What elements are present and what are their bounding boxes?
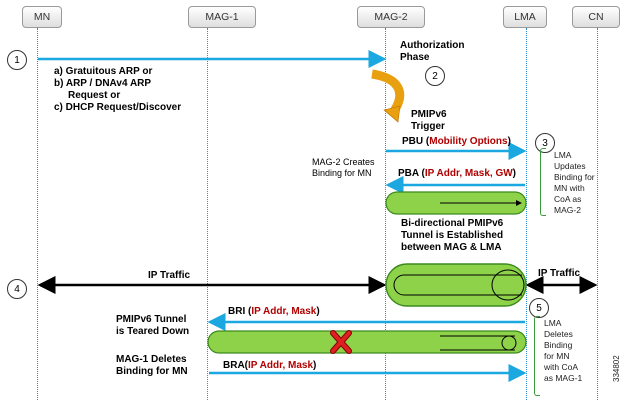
ip-traffic-label-right: IP Traffic (538, 268, 581, 279)
lma-updates-brace (540, 148, 546, 216)
tunnel-torn-label-1: PMIPv6 Tunnel (116, 314, 187, 325)
mag2-creates-label-2: Binding for MN (312, 168, 372, 178)
tunnel-active-outline (393, 274, 522, 296)
tunnel-established-label-1: Bi-directional PMIPv6 (401, 218, 504, 229)
step1-option-a: a) Gratuitous ARP or (54, 66, 153, 77)
ip-traffic-label-left: IP Traffic (148, 270, 191, 281)
pba-detail: IP Addr, Mask, GW (424, 168, 513, 179)
entity-mn: MN (22, 6, 62, 28)
tunnel-active-end (491, 269, 525, 301)
tunnel-established-label-2: Tunnel is Established (401, 230, 504, 241)
step-number-5: 5 (529, 298, 549, 318)
lifeline-mag2 (385, 28, 386, 400)
mag2-creates-label-1: MAG-2 Creates (312, 157, 375, 167)
lifeline-mn (37, 28, 38, 400)
bri-label: BRI (IP Addr, Mask) (228, 306, 320, 317)
bri-detail: IP Addr, Mask (251, 306, 317, 317)
tunnel-established-label-3: between MAG & LMA (401, 242, 502, 253)
entity-mag1: MAG-1 (188, 6, 256, 28)
mag1-deletes-label-1: MAG-1 Deletes (116, 354, 187, 365)
tunnel-torn-down-end (501, 335, 517, 351)
lma-deletes-brace (534, 316, 540, 396)
figure-id: 334802 (612, 355, 621, 382)
pmip-trigger-label-1: PMIPv6 (411, 109, 447, 120)
lma-deletes-note: LMA Deletes Binding for MN with CoA as M… (544, 318, 583, 383)
auth-phase-label-2: Phase (400, 52, 430, 63)
step1-option-b: b) ARP / DNAv4 ARP (54, 78, 152, 89)
bra-detail: IP Addr, Mask (248, 360, 314, 371)
lma-updates-note: LMA Updates Binding for MN with CoA as M… (554, 150, 595, 215)
step-number-2: 2 (425, 66, 445, 86)
step-number-1: 1 (7, 50, 27, 70)
bra-label: BRA(IP Addr, Mask) (223, 360, 317, 371)
teardown-cross-icon (330, 330, 352, 354)
step-number-4: 4 (7, 279, 27, 299)
tunnel-torn-label-2: is Teared Down (116, 326, 190, 337)
entity-lma: LMA (503, 6, 547, 28)
entity-mag2: MAG-2 (357, 6, 425, 28)
entity-cn: CN (572, 6, 620, 28)
mag1-deletes-label-2: Binding for MN (116, 366, 188, 377)
pbu-label: PBU (Mobility Options) (402, 136, 511, 147)
lifeline-cn (597, 28, 598, 400)
pmip-trigger-label-2: Trigger (411, 121, 445, 132)
auth-phase-label-1: Authorization (400, 40, 465, 51)
tunnel-torn-down-outline (440, 335, 515, 351)
step1-option-c: c) DHCP Request/Discover (54, 102, 182, 113)
step1-option-b-cont: Request or (68, 90, 121, 101)
pba-label: PBA (IP Addr, Mask, GW) (398, 168, 517, 179)
lifeline-lma (526, 28, 527, 400)
lifeline-mag1 (207, 28, 208, 400)
trigger-curve-head (383, 105, 401, 123)
pbu-detail: Mobility Options (429, 136, 508, 147)
